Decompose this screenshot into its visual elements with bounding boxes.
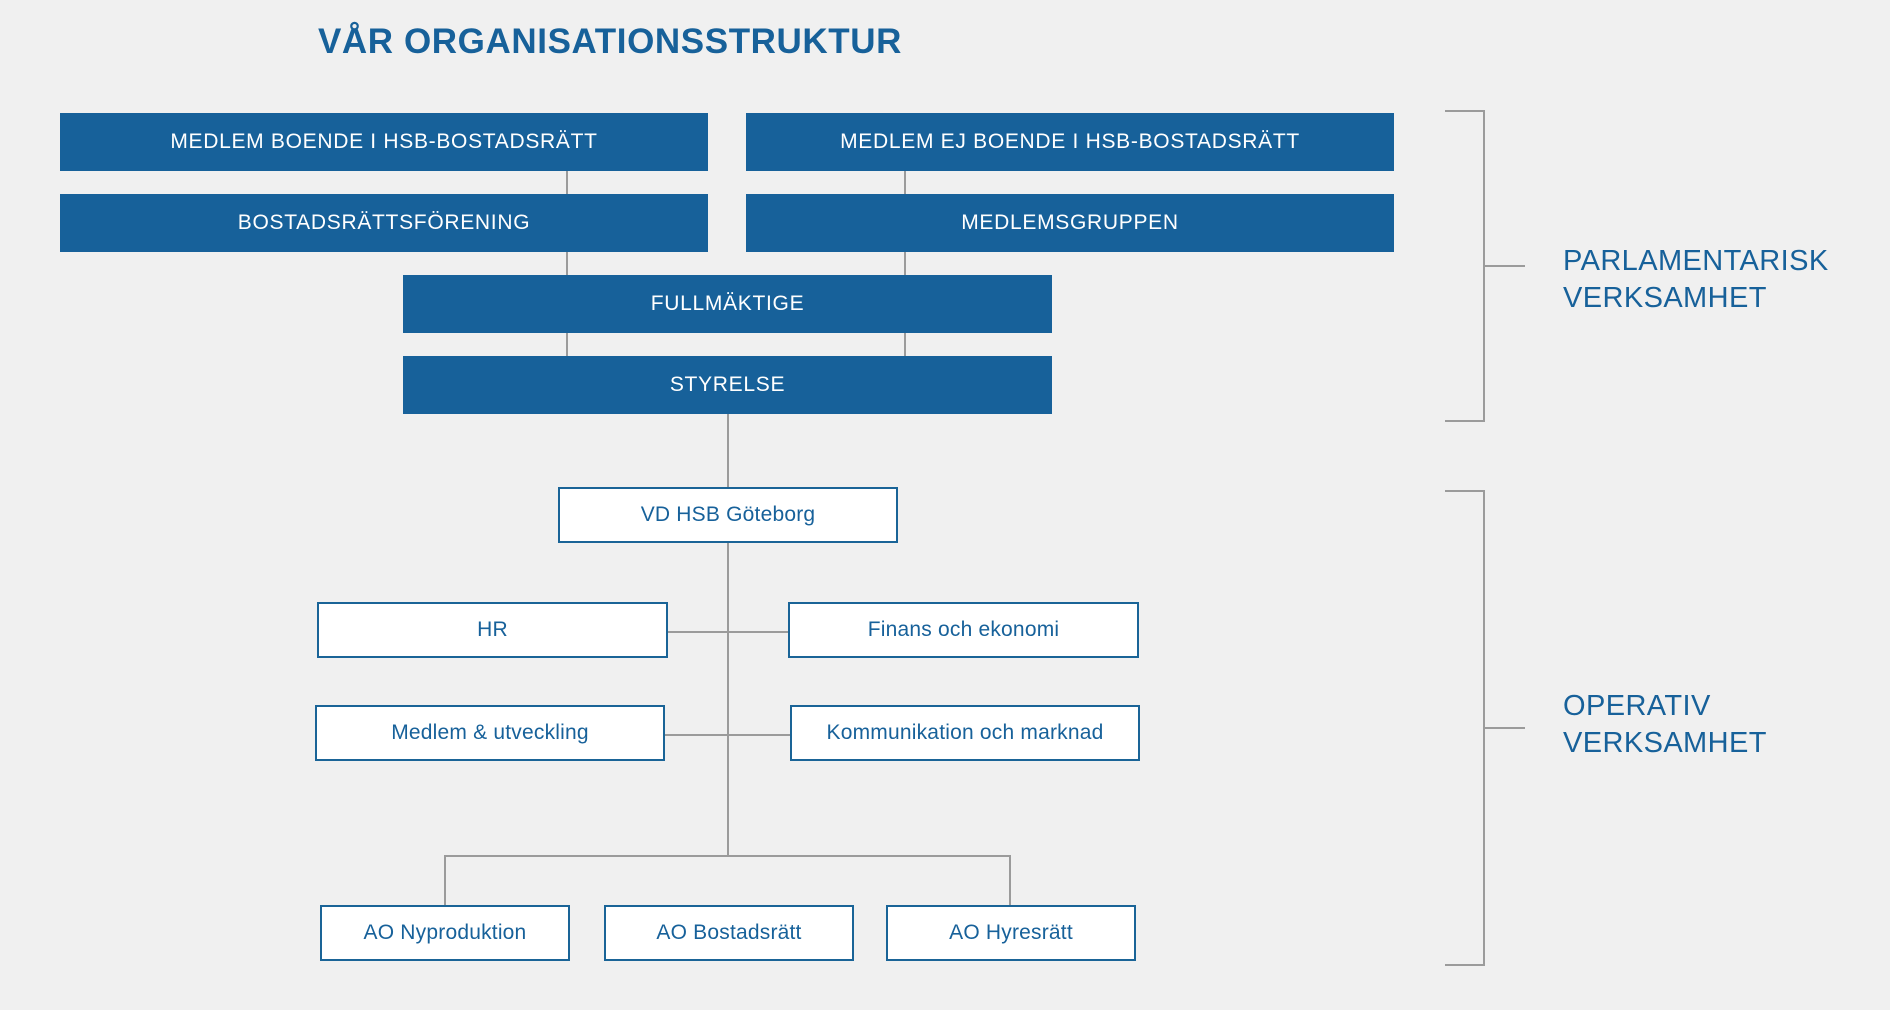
box-finans-och-ekonomi[interactable]: Finans och ekonomi [788, 602, 1139, 658]
connector-medlem-ej-boende-to-medlemsgruppen [904, 171, 906, 198]
connector-row-medlem-kommunikation [665, 734, 790, 736]
box-label: AO Nyproduktion [363, 920, 527, 944]
box-medlemsgruppen[interactable]: MEDLEMSGRUPPEN [746, 194, 1394, 252]
connector-medlem-boende-to-brf [566, 171, 568, 198]
connector-vd-main-spine [727, 543, 729, 855]
box-vd-hsb-goteborg[interactable]: VD HSB Göteborg [558, 487, 898, 543]
group-label-operativ: OPERATIV VERKSAMHET [1563, 690, 1767, 760]
box-ao-hyresratt[interactable]: AO Hyresrätt [886, 905, 1136, 961]
box-medlem-ej-boende[interactable]: MEDLEM EJ BOENDE I HSB-BOSTADSRÄTT [746, 113, 1394, 171]
connector-drop-ao-nyproduktion [444, 855, 446, 905]
bracket-parlamentarisk [1445, 110, 1603, 422]
box-label: VD HSB Göteborg [640, 502, 816, 526]
box-ao-bostadsratt[interactable]: AO Bostadsrätt [604, 905, 854, 961]
bracket-operativ [1445, 490, 1603, 966]
box-medlem-utveckling[interactable]: Medlem & utveckling [315, 705, 665, 761]
connector-drop-ao-hyresratt [1009, 855, 1011, 905]
connector-medlemsgruppen-to-fullmaktige [904, 252, 906, 282]
box-label: Finans och ekonomi [867, 617, 1060, 641]
box-label: MEDLEMSGRUPPEN [961, 210, 1179, 234]
page-title: VÅR ORGANISATIONSSTRUKTUR [317, 22, 903, 61]
box-hr[interactable]: HR [317, 602, 668, 658]
box-ao-nyproduktion[interactable]: AO Nyproduktion [320, 905, 570, 961]
connector-styrelse-to-vd [727, 414, 729, 487]
box-label: Kommunikation och marknad [826, 720, 1104, 744]
box-bostadsrattsforening[interactable]: BOSTADSRÄTTSFÖRENING [60, 194, 708, 252]
box-label: BOSTADSRÄTTSFÖRENING [237, 210, 531, 234]
box-fullmaktige[interactable]: FULLMÄKTIGE [403, 275, 1052, 333]
connector-fullmaktige-to-styrelse-left [566, 333, 568, 360]
box-label: Medlem & utveckling [391, 720, 589, 744]
box-kommunikation-marknad[interactable]: Kommunikation och marknad [790, 705, 1140, 761]
box-label: STYRELSE [669, 372, 786, 396]
group-label-parlamentarisk: PARLAMENTARISK VERKSAMHET [1563, 245, 1829, 315]
box-label: AO Bostadsrätt [656, 920, 802, 944]
box-label: MEDLEM EJ BOENDE I HSB-BOSTADSRÄTT [840, 129, 1300, 153]
box-label: FULLMÄKTIGE [650, 291, 805, 315]
connector-row-hr-finans [668, 631, 788, 633]
box-label: AO Hyresrätt [949, 920, 1073, 944]
connector-brf-to-fullmaktige [566, 252, 568, 282]
box-label: MEDLEM BOENDE I HSB-BOSTADSRÄTT [170, 129, 598, 153]
connector-fullmaktige-to-styrelse-right [904, 333, 906, 360]
box-medlem-boende[interactable]: MEDLEM BOENDE I HSB-BOSTADSRÄTT [60, 113, 708, 171]
box-label: HR [477, 617, 508, 641]
connector-bottom-bar [444, 855, 1011, 857]
box-styrelse[interactable]: STYRELSE [403, 356, 1052, 414]
